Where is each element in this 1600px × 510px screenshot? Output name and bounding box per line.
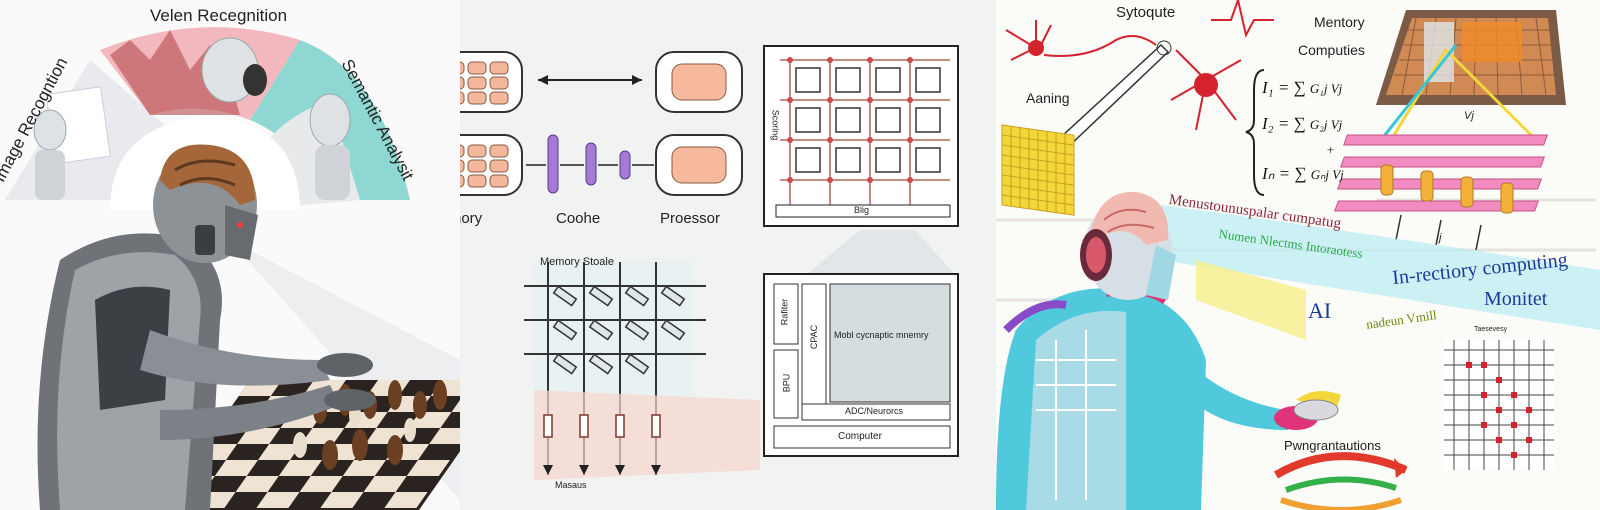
robot-illustration [5,27,460,510]
label-vj: Vj [1464,110,1474,122]
label-synapse: Sytoqute [1116,4,1176,21]
label-memory: Memory [460,210,483,227]
equation-1: I₁ = ∑ G₁j Vj [1262,78,1343,97]
neuromorphic-illustration [996,0,1600,510]
block-bottom-label: Computer [838,431,882,442]
equation-2: I₂ = ∑ G₂j Vj [1262,114,1343,133]
block-mid: CPAC [809,324,820,350]
block-bar-label: ADC/Neurorcs [845,406,904,416]
glow-text-4: AI [1308,298,1332,323]
label-cache: Coohe [556,210,601,227]
label-feedback: Pwngrantautions [1284,438,1381,453]
crossbar-title: Memory Stoale [540,256,614,268]
block-left-top: Rafiter [779,298,790,326]
grid-chip-bottom-label: Blig [854,205,870,215]
cache-bar-1 [547,134,559,194]
architecture-panel: Memory Coohe Proessor Scoring Blig Memor… [460,0,996,510]
label-memory: Mentory [1314,14,1365,30]
architecture-diagram [460,45,960,480]
neuromorphic-panel: Sytoqute Aaning Mentory Computies Vj Ij … [996,0,1600,510]
label-computing: Computies [1298,42,1365,58]
label-processor: Proessor [660,210,721,227]
label-ij: Ij [1436,232,1442,244]
block-main-label: Mobl cycnaptic mnemry [834,330,929,340]
block-left-bottom: BPU [781,373,792,393]
grid-chip-side-label: Scoring [770,109,781,141]
arc-label-top: Velen Recegnition [150,6,288,25]
equation-3: + [1326,142,1335,157]
glow-text-5: Monitet [1484,288,1548,310]
cache-bar-2 [585,142,597,186]
matrix-title: Taesevesy [1474,326,1508,333]
crossbar-bottom-label: Masaus [555,480,587,490]
equation-4: Iₙ = ∑ Gₙj Vj [1262,164,1344,183]
robot-panel: Velen Recegnition Image Recogntion Seman… [0,0,460,510]
label-learning: Aaning [1026,90,1070,106]
cache-bar-3 [619,150,631,180]
